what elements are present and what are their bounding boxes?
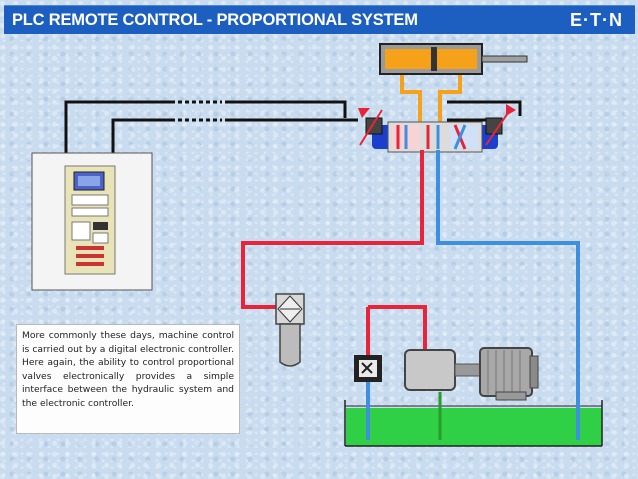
eaton-logo: E·T·N bbox=[570, 10, 623, 30]
hydraulic-pump bbox=[404, 349, 483, 391]
proportional-valve bbox=[358, 104, 516, 153]
title-bar: PLC REMOTE CONTROL - PROPORTIONAL SYSTEM… bbox=[4, 5, 635, 34]
actuator-lines bbox=[400, 74, 462, 122]
hydraulic-cylinder bbox=[379, 43, 528, 75]
relief-valve bbox=[354, 355, 382, 382]
signal-cables bbox=[64, 100, 522, 158]
plc-controller bbox=[31, 152, 153, 291]
filter bbox=[275, 293, 305, 367]
pressure-lines bbox=[241, 150, 427, 355]
return-lines bbox=[366, 150, 580, 440]
page-title: PLC REMOTE CONTROL - PROPORTIONAL SYSTEM bbox=[12, 11, 418, 29]
electric-motor bbox=[479, 347, 539, 401]
description-textbox: More commonly these days, machine contro… bbox=[16, 324, 240, 434]
reservoir-tank bbox=[344, 400, 603, 447]
